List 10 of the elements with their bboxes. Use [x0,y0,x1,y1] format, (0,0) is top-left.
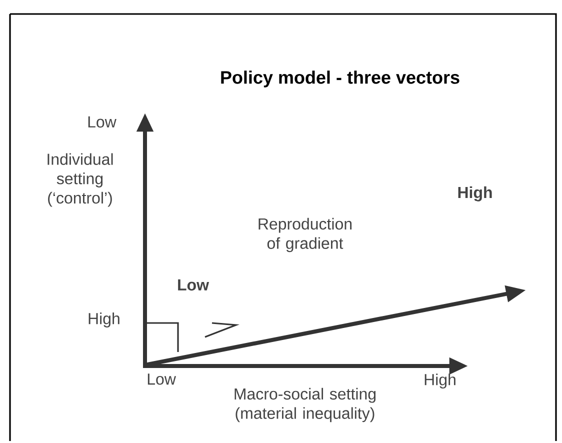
axis-label: Low [88,116,116,128]
axis-label: Low [148,374,176,385]
axis-label: Reproduction of gradient [258,218,352,252]
axis-label: Macro-social setting (material inequality) [234,388,376,422]
title: Policy model - three vectors [221,70,460,88]
axis-label: High [424,374,456,388]
axis-label: Individual setting (‘control’) [48,153,113,207]
axis-label: High [458,186,492,202]
axis-label: Low [178,279,210,291]
axis-label: High [88,312,120,328]
